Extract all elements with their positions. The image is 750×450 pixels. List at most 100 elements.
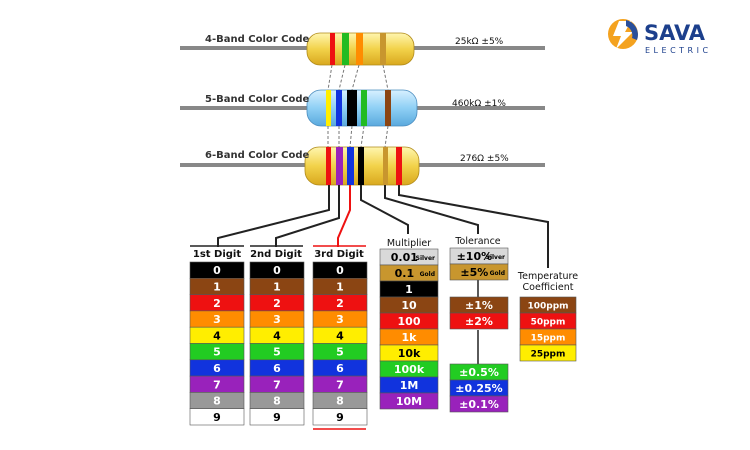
digit-col2-cell-6-label: 6 <box>273 362 281 375</box>
tolerance-cell-4-label: ±0.5% <box>459 366 499 379</box>
tolerance-header: Tolerance <box>454 236 500 247</box>
multiplier-cell-8: 1M <box>379 376 439 394</box>
tolerance-cell-3-label: ±2% <box>465 315 493 328</box>
resistor-6-band-value: 276Ω ±5% <box>460 154 509 164</box>
digit-col1-cell-1: 1 <box>189 277 245 295</box>
tolerance-cell-1-label: ±5% <box>460 266 488 279</box>
temp-coefficient-cell-0: 100ppm <box>519 296 577 314</box>
multiplier-cell-3: 10 <box>379 296 439 314</box>
digit-col3-cell-7: 7 <box>312 375 368 393</box>
temp-coefficient-cell-1: 50ppm <box>519 312 577 330</box>
digit-col1-cell-6: 6 <box>189 359 245 377</box>
digit-col3-cell-0-label: 0 <box>336 264 344 277</box>
digit-col3-cell-6-label: 6 <box>336 362 344 375</box>
multiplier-header: Multiplier <box>387 238 431 249</box>
resistor-6-band: 6-Band Color Code 276Ω ±5% <box>180 146 545 186</box>
digit-col3-cell-3: 3 <box>312 310 368 328</box>
band-green <box>361 90 367 126</box>
tolerance-cell-5-label: ±0.25% <box>455 382 502 395</box>
digit-col2-cell-2-label: 2 <box>273 297 281 310</box>
third-digit-header: 3rd Digit <box>314 249 364 260</box>
digit-col2-cell-3-label: 3 <box>273 313 281 326</box>
digit-col3-cell-9: 9 <box>312 408 368 426</box>
digit-col3-cell-6: 6 <box>312 359 368 377</box>
tolerance-cell-6-swatch <box>449 395 509 413</box>
multiplier-cell-5-label: 1k <box>402 331 418 344</box>
temp-coefficient-cell-1-label: 50ppm <box>531 318 566 328</box>
multiplier-cell-6: 10k <box>379 344 439 362</box>
digit-col1-cell-6-label: 6 <box>213 362 221 375</box>
digit-col2-cell-1-label: 1 <box>273 280 281 293</box>
digit-col1-cell-2-label: 2 <box>213 297 221 310</box>
temp-coefficient-cell-2: 15ppm <box>519 328 577 346</box>
digit-col1-cell-9: 9 <box>189 408 245 426</box>
digit-col1-cell-9-swatch <box>189 408 245 426</box>
digit-col3-cell-1: 1 <box>312 277 368 295</box>
digit-col2-cell-8: 8 <box>249 392 305 409</box>
connector-lines <box>217 185 549 268</box>
band-yellow <box>326 90 331 126</box>
tolerance-cell-6-label: ±0.1% <box>459 398 499 411</box>
multiplier-cell-9-swatch <box>379 392 439 410</box>
band-gold <box>380 33 386 65</box>
digit-col2-cell-2: 2 <box>249 294 305 312</box>
band-black <box>347 90 357 126</box>
digit-col2-cell-4: 4 <box>249 326 305 344</box>
band-blue <box>347 147 354 185</box>
temperature-header: Temperature <box>517 271 578 282</box>
digit-col2-cell-7: 7 <box>249 375 305 393</box>
second-digit-header: 2nd Digit <box>250 249 302 260</box>
digit-col1-cell-3: 3 <box>189 310 245 328</box>
digit-col3-cell-7-label: 7 <box>336 378 344 391</box>
digit-col1-cell-8-label: 8 <box>213 395 221 408</box>
digit-col2-cell-9-label: 9 <box>273 411 281 424</box>
digit-col3-cell-8: 8 <box>312 392 368 409</box>
band-gold <box>383 147 388 185</box>
digit-col2-cell-0: 0 <box>249 261 305 279</box>
resistor-5-band-value: 460kΩ ±1% <box>452 99 506 109</box>
digit-col1-cell-5: 5 <box>189 343 245 361</box>
digit-col2-cell-4-label: 4 <box>273 329 281 342</box>
temp-coefficient-cell-3: 25ppm <box>519 344 577 362</box>
digit-col2-cell-5: 5 <box>249 343 305 361</box>
digit-col2-cell-9: 9 <box>249 408 305 426</box>
temp-coefficient-cell-3-swatch <box>519 344 577 362</box>
digit-col2-cell-7-label: 7 <box>273 378 281 391</box>
band-orange <box>356 33 363 65</box>
tolerance-cell-3: ±2% <box>449 312 509 330</box>
band-brown <box>385 90 391 126</box>
digit-col3-cell-4: 4 <box>312 326 368 344</box>
band-blue <box>336 90 342 126</box>
tolerance-cell-6: ±0.1% <box>449 395 509 413</box>
sava-logo: SAVA ELECTRIC <box>608 19 708 55</box>
digit-col3-cell-9-swatch <box>312 408 368 426</box>
band-violet <box>336 147 343 185</box>
band-red <box>326 147 331 185</box>
tolerance-cell-0-note: Silver <box>486 254 505 261</box>
digit-col1-cell-2: 2 <box>189 294 245 312</box>
multiplier-cell-3-label: 10 <box>401 299 417 312</box>
temp-coefficient-cell-0-label: 100ppm <box>527 302 568 312</box>
digit-col2-cell-3: 3 <box>249 310 305 328</box>
resistor-4-band-value: 25kΩ ±5% <box>455 37 504 47</box>
digit-col3-cell-4-label: 4 <box>336 329 344 342</box>
digit-col3-cell-1-label: 1 <box>336 280 344 293</box>
digit-col2-cell-6: 6 <box>249 359 305 377</box>
resistor-6-band-label: 6-Band Color Code <box>205 150 310 161</box>
tolerance-cell-3-swatch <box>449 312 509 330</box>
tolerance-cell-5: ±0.25% <box>449 379 509 397</box>
tolerance-cell-2-label: ±1% <box>465 299 493 312</box>
first-digit-header: 1st Digit <box>193 249 241 260</box>
digit-col3-cell-9-label: 9 <box>336 411 344 424</box>
digit-col3-cell-0: 0 <box>312 261 368 279</box>
logo-name: SAVA <box>644 21 706 45</box>
multiplier-cell-9: 10M <box>379 392 439 410</box>
temp-coefficient-cell-3-label: 25ppm <box>531 350 566 360</box>
multiplier-cell-0-note: Silver <box>416 255 435 262</box>
multiplier-cell-4: 100 <box>379 312 439 330</box>
tolerance-cell-1-note: Gold <box>490 270 505 277</box>
band-red <box>330 33 335 65</box>
resistor-5-band-label: 5-Band Color Code <box>205 94 310 105</box>
